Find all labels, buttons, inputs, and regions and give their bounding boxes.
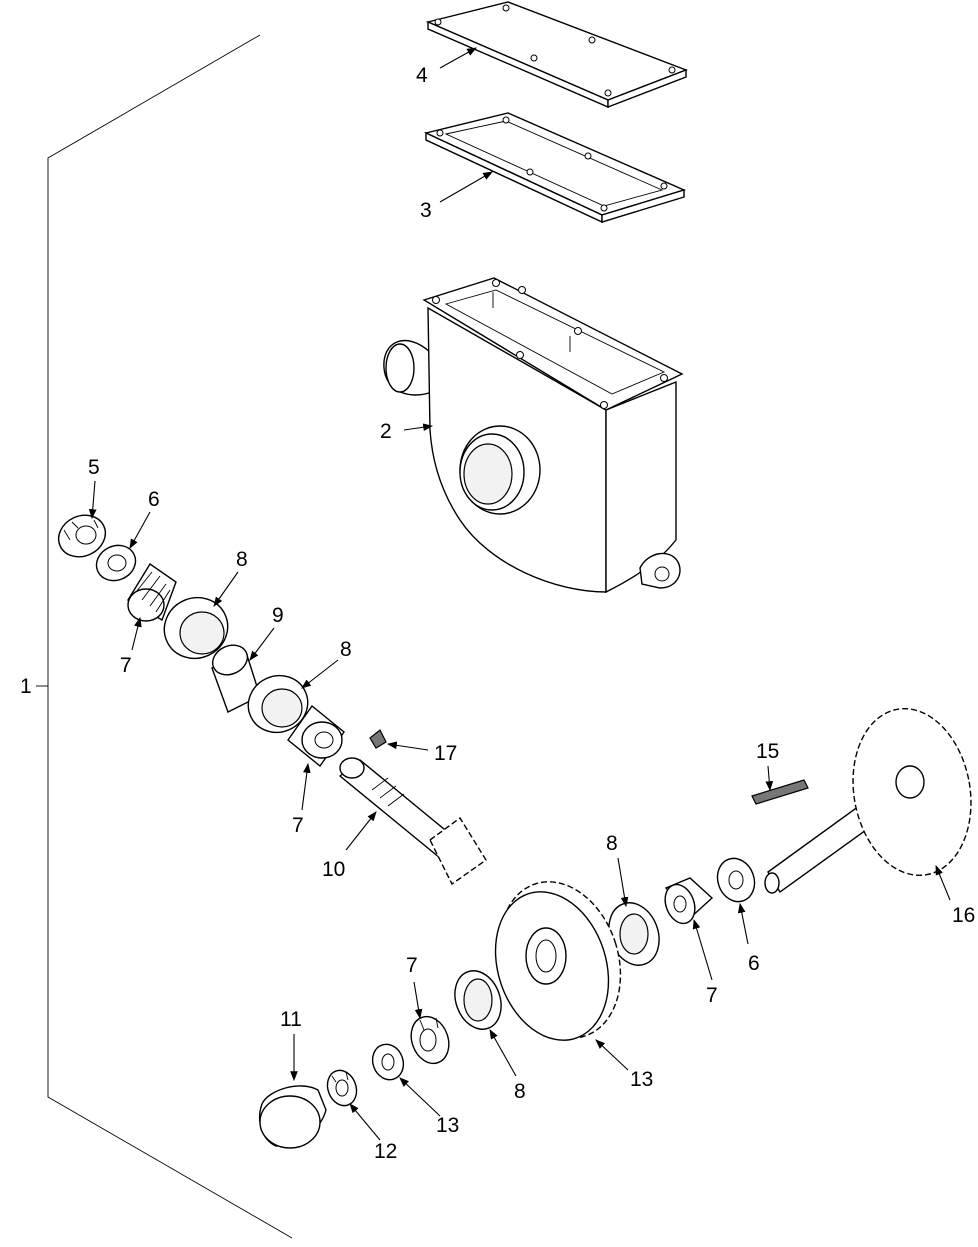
part-cover-plate xyxy=(425,1,688,109)
part-gasket xyxy=(423,112,687,224)
callout-15: 15 xyxy=(756,740,779,763)
callout-9: 9 xyxy=(272,604,284,627)
assembly-bracket xyxy=(36,34,293,1239)
part-bearing-cup-8a xyxy=(163,596,229,660)
callout-7-right: 7 xyxy=(706,984,718,1007)
part-spacer-9 xyxy=(211,644,261,713)
callout-7-upper: 7 xyxy=(120,654,132,677)
part-cap-11 xyxy=(258,1085,327,1149)
callout-1: 1 xyxy=(20,675,32,698)
callout-5: 5 xyxy=(88,456,100,479)
part-bearing-cone-7b xyxy=(287,704,345,768)
part-bearing-cup-8d xyxy=(454,970,502,1030)
callout-2: 2 xyxy=(380,420,392,443)
callout-10: 10 xyxy=(322,858,345,881)
part-bearing-cup-8c xyxy=(608,902,660,966)
callout-13-washer: 13 xyxy=(436,1114,459,1137)
part-washer-6-right xyxy=(716,857,756,903)
part-washer-6-left xyxy=(95,544,137,582)
part-washer-13-small xyxy=(371,1043,405,1081)
callout-13-gear: 13 xyxy=(630,1068,653,1091)
callout-8-bottom: 8 xyxy=(514,1080,526,1103)
callout-17: 17 xyxy=(434,742,457,765)
part-bearing-cone-7c xyxy=(664,877,714,925)
part-castle-nut-5 xyxy=(57,514,107,558)
callout-7-bottom: 7 xyxy=(406,954,418,977)
callout-8-middle: 8 xyxy=(340,638,352,661)
callout-6-left: 6 xyxy=(148,488,160,511)
part-pinion-shaft-10 xyxy=(338,757,487,886)
part-key-15 xyxy=(751,779,809,805)
part-gearbox-housing xyxy=(383,277,684,594)
callout-7-middle: 7 xyxy=(292,814,304,837)
callout-3: 3 xyxy=(420,199,432,222)
part-bevel-gear-13 xyxy=(494,881,622,1041)
callout-8-upper: 8 xyxy=(236,548,248,571)
callout-11: 11 xyxy=(280,1008,302,1031)
part-woodruff-key-17 xyxy=(369,729,387,749)
callout-6-right: 6 xyxy=(748,952,760,975)
part-bearing-cup-8b xyxy=(247,674,309,734)
callout-8-right: 8 xyxy=(606,832,618,855)
leader-lines xyxy=(88,47,951,1141)
part-bearing-cone-7a xyxy=(127,563,177,622)
part-castle-nut-12 xyxy=(326,1069,358,1107)
part-shaft-sprocket-16 xyxy=(764,707,972,894)
callout-labels: 1 2 3 4 5 6 6 7 7 7 7 8 8 8 8 9 10 11 12… xyxy=(20,64,975,1163)
callout-4: 4 xyxy=(416,64,428,87)
part-bearing-cone-7d xyxy=(410,1015,450,1065)
callout-12: 12 xyxy=(374,1140,397,1163)
callout-16: 16 xyxy=(952,904,975,927)
